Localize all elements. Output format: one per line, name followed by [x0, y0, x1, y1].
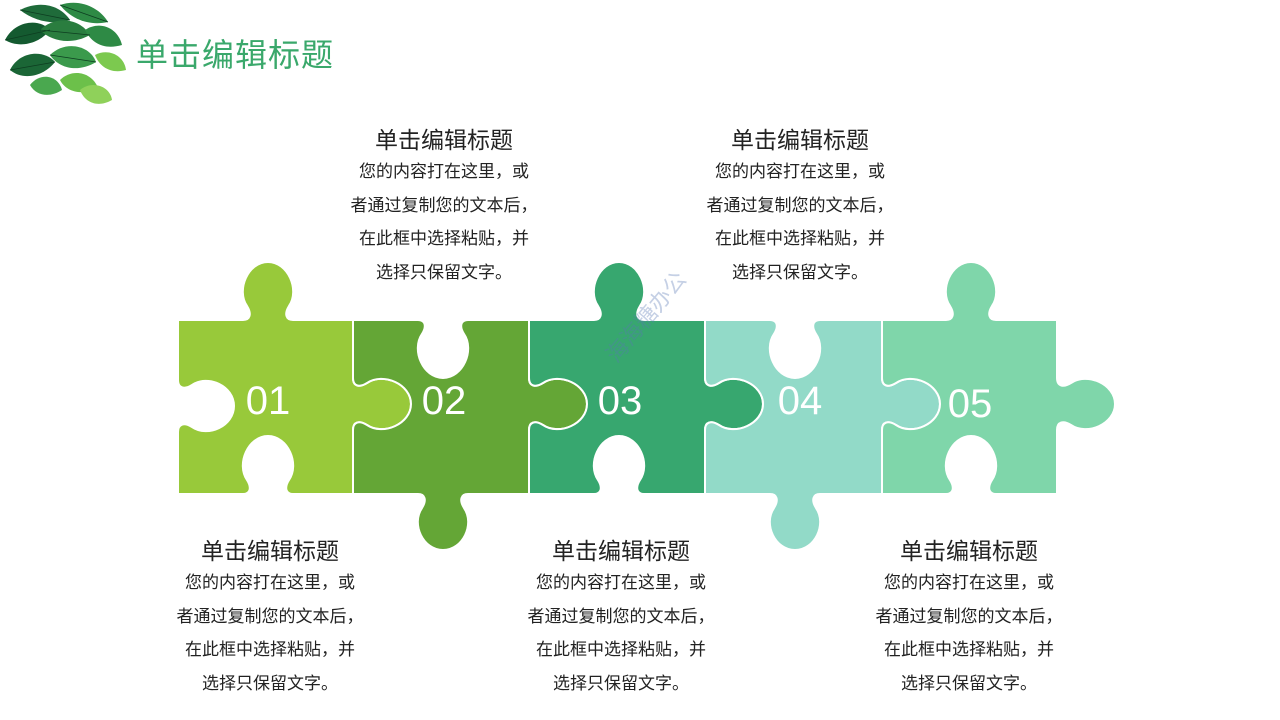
caption-02[interactable]: 单击编辑标题 您的内容打在这里，或 者通过复制您的文本后， 在此框中选择粘贴，并… — [324, 126, 564, 290]
caption-01[interactable]: 单击编辑标题 您的内容打在这里，或 者通过复制您的文本后， 在此框中选择粘贴，并… — [150, 537, 390, 701]
caption-title[interactable]: 单击编辑标题 — [375, 128, 513, 154]
piece-number-04: 04 — [777, 379, 823, 423]
piece-number-01: 01 — [245, 379, 291, 423]
caption-03[interactable]: 单击编辑标题 您的内容打在这里，或 者通过复制您的文本后， 在此框中选择粘贴，并… — [501, 537, 741, 701]
caption-body[interactable]: 您的内容打在这里，或 者通过复制您的文本后， 在此框中选择粘贴，并 选择只保留文… — [527, 573, 715, 694]
caption-title[interactable]: 单击编辑标题 — [201, 539, 339, 565]
puzzle-piece-05[interactable] — [881, 260, 1117, 495]
piece-number-02: 02 — [421, 379, 467, 423]
leaf-decoration — [4, 2, 126, 104]
caption-body[interactable]: 您的内容打在这里，或 者通过复制您的文本后， 在此框中选择粘贴，并 选择只保留文… — [706, 162, 894, 283]
caption-05[interactable]: 单击编辑标题 您的内容打在这里，或 者通过复制您的文本后， 在此框中选择粘贴，并… — [849, 537, 1089, 701]
caption-title[interactable]: 单击编辑标题 — [731, 128, 869, 154]
piece-number-03: 03 — [597, 379, 643, 423]
caption-04[interactable]: 单击编辑标题 您的内容打在这里，或 者通过复制您的文本后， 在此框中选择粘贴，并… — [680, 126, 920, 290]
slide-title[interactable]: 单击编辑标题 — [136, 36, 335, 74]
caption-title[interactable]: 单击编辑标题 — [900, 539, 1038, 565]
caption-body[interactable]: 您的内容打在这里，或 者通过复制您的文本后， 在此框中选择粘贴，并 选择只保留文… — [875, 573, 1063, 694]
caption-title[interactable]: 单击编辑标题 — [552, 539, 690, 565]
caption-body[interactable]: 您的内容打在这里，或 者通过复制您的文本后， 在此框中选择粘贴，并 选择只保留文… — [350, 162, 538, 283]
piece-number-05: 05 — [947, 382, 993, 426]
caption-body[interactable]: 您的内容打在这里，或 者通过复制您的文本后， 在此框中选择粘贴，并 选择只保留文… — [176, 573, 364, 694]
